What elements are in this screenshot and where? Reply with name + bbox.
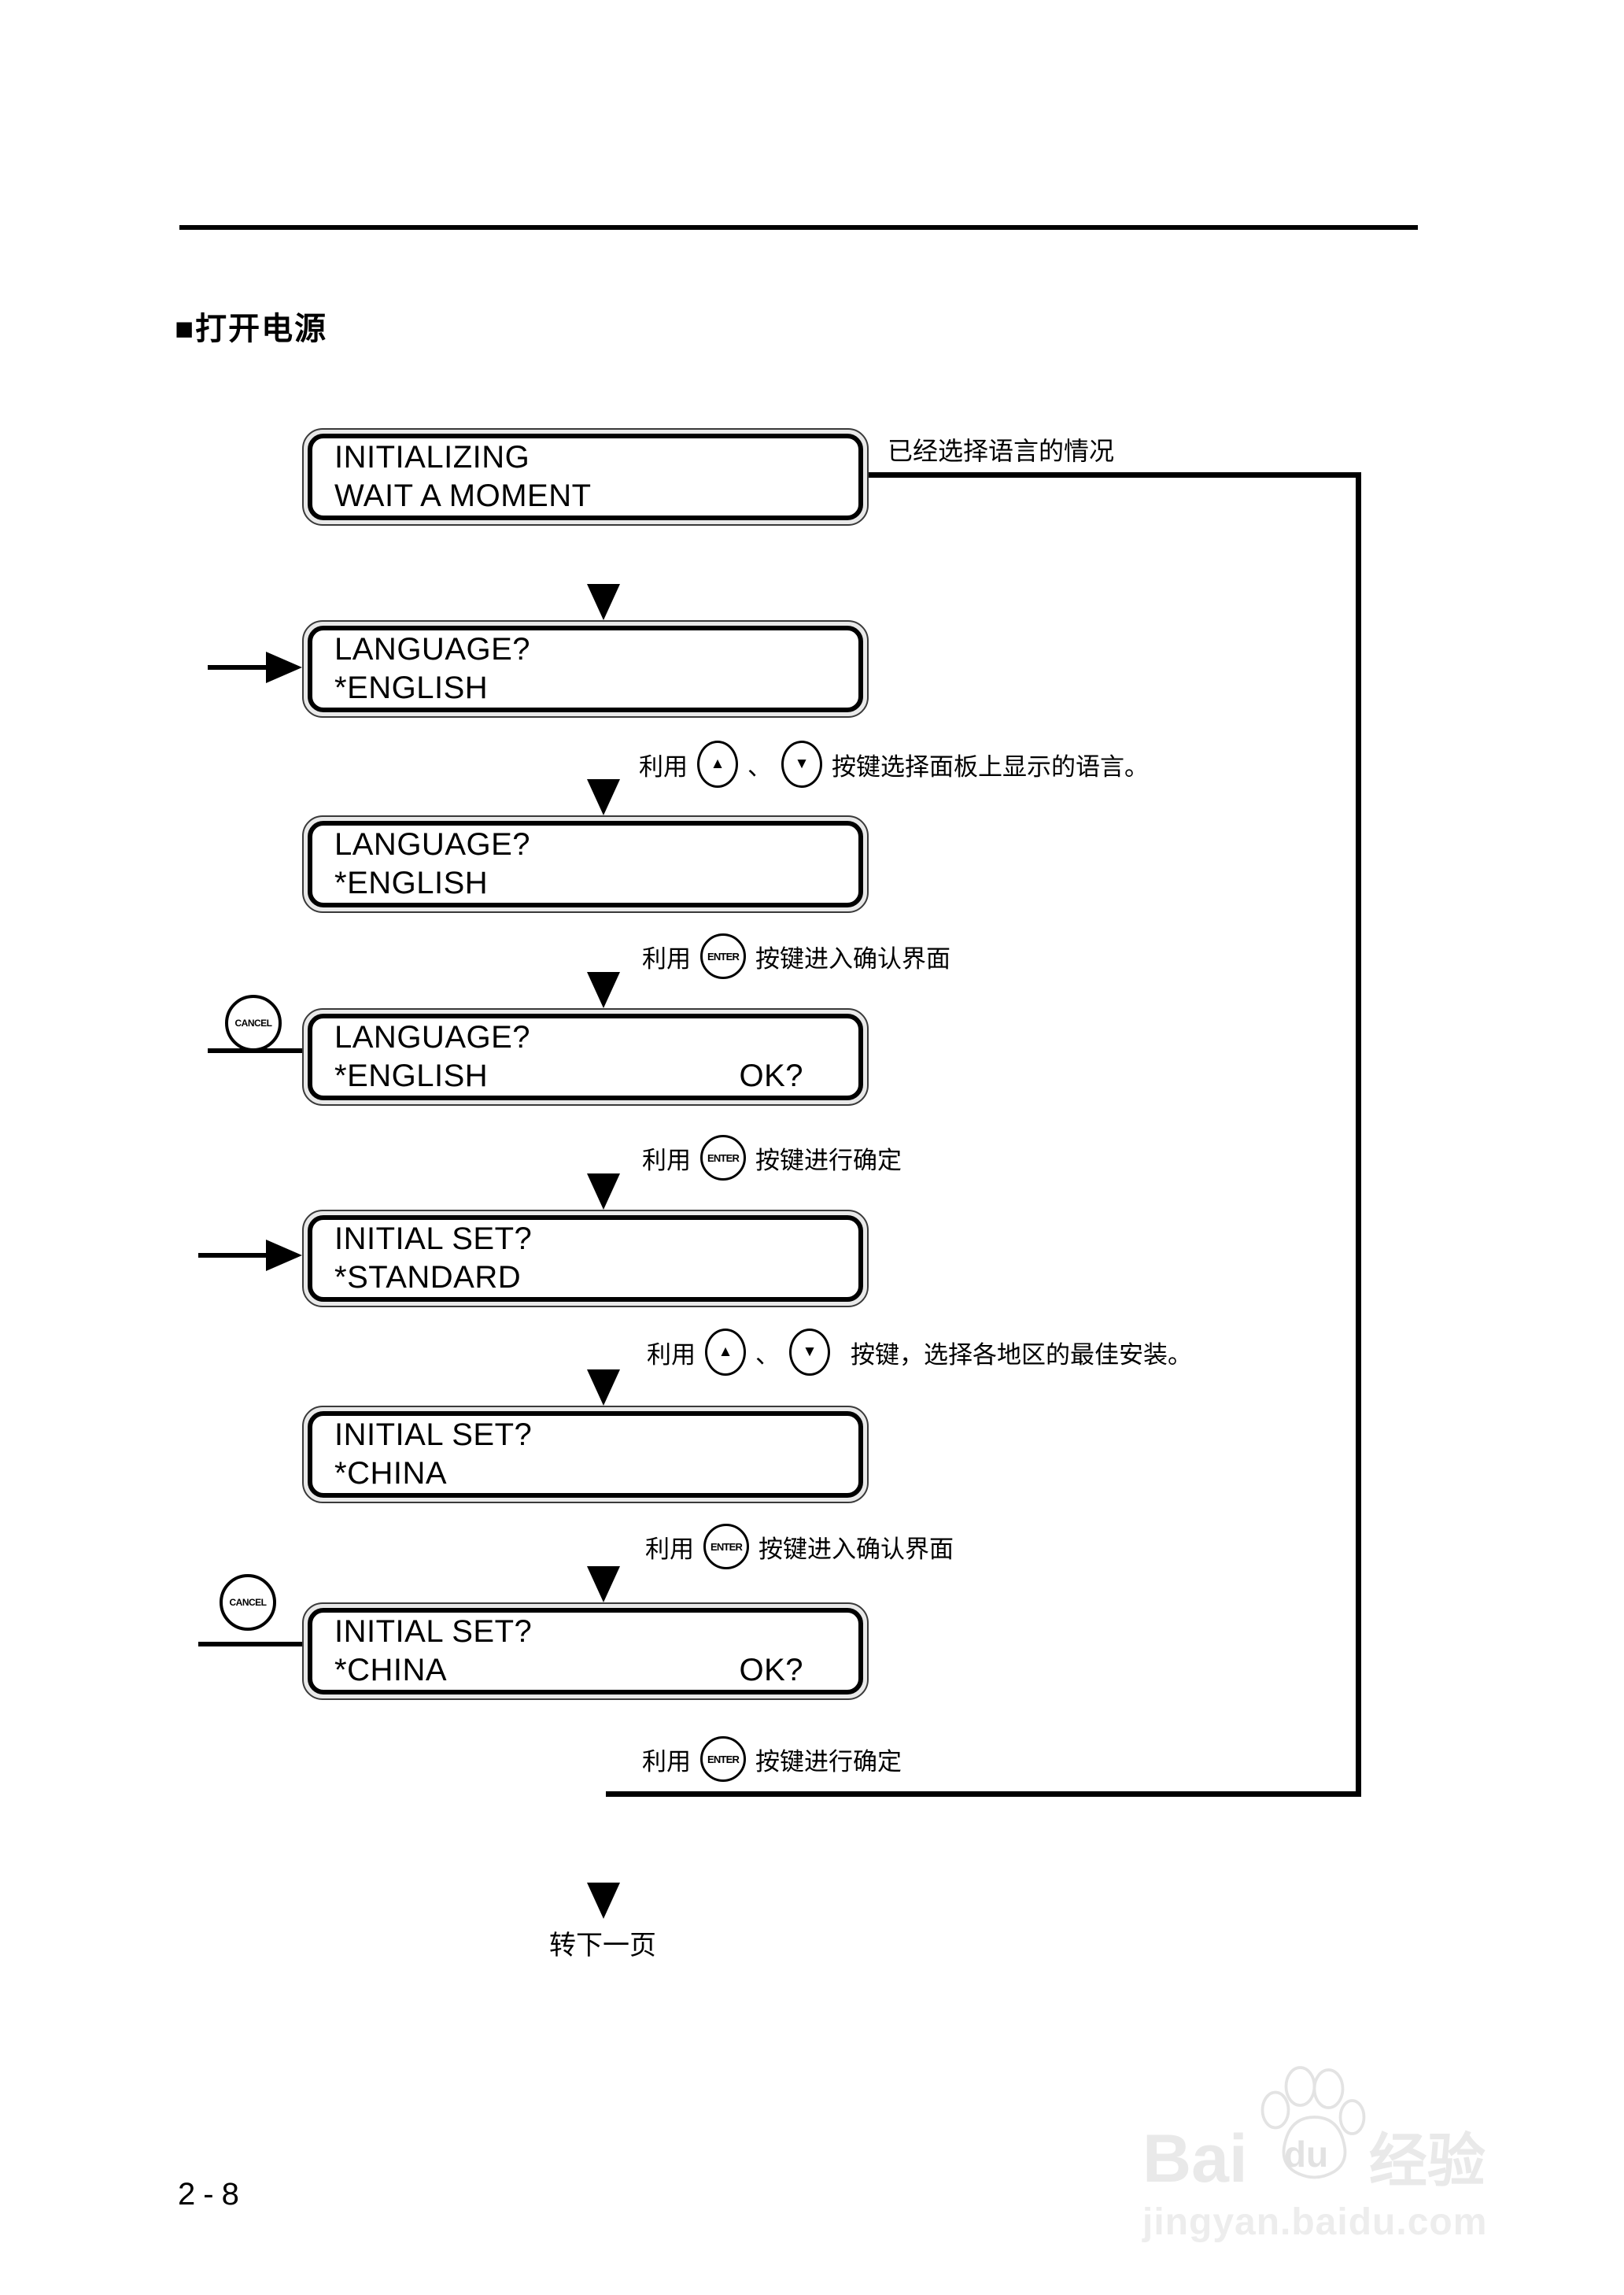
lcd-text: *ENGLISH bbox=[334, 671, 489, 705]
enter-key-label: ENTER bbox=[710, 1540, 743, 1553]
page-number: 2-8 bbox=[178, 2177, 247, 2212]
cancel-key-label: CANCEL bbox=[229, 1597, 268, 1608]
lcd-display-language-select-2: LANGUAGE? *ENGLISH bbox=[302, 815, 869, 913]
note-enter-confirm: 利用 ENTER 按键进行确定 bbox=[642, 1736, 902, 1782]
lcd-display-language-select-1: LANGUAGE? *ENGLISH bbox=[302, 620, 869, 718]
cancel-loop2-top bbox=[198, 1253, 266, 1258]
baidu-paw-icon: du bbox=[1249, 2060, 1367, 2193]
down-key-badge: ▼ bbox=[789, 1329, 830, 1376]
note-text: 、 bbox=[747, 752, 772, 781]
enter-key-badge: ENTER bbox=[700, 933, 746, 979]
lcd-text: INITIAL SET? bbox=[334, 1417, 533, 1452]
enter-key-badge: ENTER bbox=[700, 1135, 746, 1181]
enter-key-label: ENTER bbox=[707, 1753, 740, 1765]
lcd-ok-text: OK? bbox=[739, 1653, 803, 1687]
cancel-key-badge: CANCEL bbox=[225, 995, 282, 1051]
down-key-badge: ▼ bbox=[781, 741, 822, 788]
lcd-text: LANGUAGE? bbox=[334, 1020, 531, 1055]
note-text: 按键进入确认界面 bbox=[758, 1535, 954, 1563]
note-text: 按键进行确定 bbox=[755, 1146, 902, 1174]
watermark-url: jingyan.baidu.com bbox=[1142, 2201, 1488, 2243]
note-text: 按键选择面板上显示的语言。 bbox=[832, 752, 1149, 781]
watermark-brand-cn: 经验 bbox=[1368, 2128, 1486, 2193]
up-key-badge: ▲ bbox=[705, 1329, 746, 1376]
lcd-text: *CHINA bbox=[334, 1456, 448, 1491]
rail-right-connector bbox=[1356, 472, 1361, 1797]
rail-top-connector bbox=[869, 472, 1361, 478]
enter-key-badge: ENTER bbox=[700, 1736, 746, 1782]
arrow-down-icon bbox=[587, 1883, 620, 1919]
arrow-right-icon bbox=[266, 1240, 302, 1271]
lcd-text: INITIAL SET? bbox=[334, 1221, 533, 1256]
note-language-selected: 已经选择语言的情况 bbox=[888, 437, 1115, 465]
page-title: ■打开电源 bbox=[175, 312, 328, 346]
lcd-display-initialset-china: INITIAL SET? *CHINA bbox=[302, 1406, 869, 1503]
note-text: 按键进入确认界面 bbox=[755, 944, 950, 973]
lcd-text: INITIALIZING bbox=[334, 440, 530, 475]
watermark-brand-text: Bai bbox=[1142, 2121, 1248, 2197]
note-next-page: 转下一页 bbox=[549, 1931, 656, 1961]
enter-key-badge: ENTER bbox=[703, 1524, 749, 1569]
up-arrow-icon: ▲ bbox=[710, 756, 725, 772]
note-text: 利用 bbox=[642, 1747, 691, 1776]
arrow-right-icon bbox=[266, 652, 302, 683]
down-arrow-icon: ▼ bbox=[794, 756, 810, 772]
up-key-badge: ▲ bbox=[697, 741, 738, 788]
cancel-key-badge: CANCEL bbox=[220, 1574, 276, 1631]
cancel-key-label: CANCEL bbox=[234, 1018, 273, 1029]
lcd-ok-text: OK? bbox=[739, 1059, 803, 1093]
arrow-down-icon bbox=[587, 584, 620, 620]
note-enter-confirm-screen: 利用 ENTER 按键进入确认界面 bbox=[642, 933, 950, 979]
arrow-down-icon bbox=[587, 779, 620, 815]
arrow-down-icon bbox=[587, 972, 620, 1008]
note-text: 利用 bbox=[645, 1535, 694, 1563]
cancel-loop2-bottom bbox=[198, 1642, 302, 1646]
note-text: 利用 bbox=[647, 1340, 696, 1369]
lcd-text: *ENGLISH bbox=[334, 866, 489, 900]
lcd-text: INITIAL SET? bbox=[334, 1614, 533, 1649]
note-text: 利用 bbox=[642, 1146, 691, 1174]
arrow-down-icon bbox=[587, 1369, 620, 1406]
lcd-text: WAIT A MOMENT bbox=[334, 479, 592, 513]
cancel-loop1-top bbox=[208, 665, 271, 670]
lcd-text-row: *ENGLISH OK? bbox=[334, 1057, 858, 1096]
up-arrow-icon: ▲ bbox=[718, 1343, 733, 1360]
note-select-region: 利用 ▲ 、 ▼ 按键，选择各地区的最佳安装。 bbox=[647, 1329, 1192, 1376]
enter-key-label: ENTER bbox=[707, 950, 740, 963]
note-text: 利用 bbox=[642, 944, 691, 973]
note-text: 利用 bbox=[639, 752, 688, 781]
lcd-text-row: *CHINA OK? bbox=[334, 1651, 858, 1690]
note-text: 、 bbox=[755, 1340, 780, 1369]
lcd-display-initializing: INITIALIZING WAIT A MOMENT bbox=[302, 428, 869, 526]
lcd-text: LANGUAGE? bbox=[334, 632, 531, 667]
watermark-brand-text: du bbox=[1283, 2134, 1329, 2175]
rail-bottom-connector bbox=[606, 1791, 1361, 1797]
lcd-text: *STANDARD bbox=[334, 1260, 522, 1295]
lcd-text: *ENGLISH bbox=[334, 1059, 489, 1093]
note-enter-confirm: 利用 ENTER 按键进行确定 bbox=[642, 1135, 902, 1181]
watermark-logo: Bai du 经验 bbox=[1142, 2060, 1567, 2193]
lcd-text: *CHINA bbox=[334, 1653, 448, 1687]
note-text: 按键，选择各地区的最佳安装。 bbox=[851, 1340, 1192, 1369]
lcd-display-initialset-standard: INITIAL SET? *STANDARD bbox=[302, 1210, 869, 1307]
baidu-watermark: Bai du 经验 jingyan.baidu.com bbox=[1142, 2060, 1567, 2244]
arrow-down-icon bbox=[587, 1566, 620, 1602]
note-select-language: 利用 ▲ 、 ▼ 按键选择面板上显示的语言。 bbox=[639, 741, 1149, 788]
header-rule bbox=[179, 225, 1418, 230]
down-arrow-icon: ▼ bbox=[802, 1343, 818, 1360]
lcd-display-initialset-confirm: INITIAL SET? *CHINA OK? bbox=[302, 1602, 869, 1700]
arrow-down-icon bbox=[587, 1173, 620, 1210]
lcd-display-language-confirm: LANGUAGE? *ENGLISH OK? bbox=[302, 1008, 869, 1106]
note-text: 按键进行确定 bbox=[755, 1747, 902, 1776]
enter-key-label: ENTER bbox=[707, 1151, 740, 1164]
lcd-text: LANGUAGE? bbox=[334, 827, 531, 862]
note-enter-confirm-screen: 利用 ENTER 按键进入确认界面 bbox=[645, 1524, 954, 1569]
